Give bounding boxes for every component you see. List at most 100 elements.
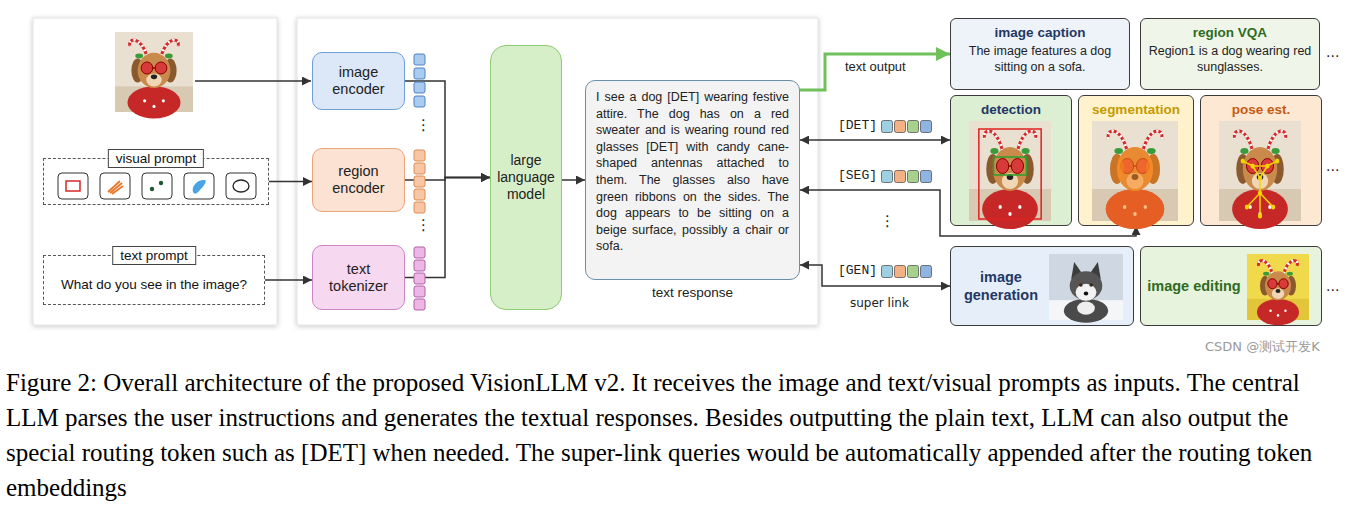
mask <box>1110 154 1124 184</box>
task-heading: detection <box>981 101 1041 118</box>
sweater-dot <box>1018 205 1021 209</box>
antenna-stripe <box>1108 131 1127 151</box>
ellipsis: ... <box>1326 278 1339 294</box>
token <box>414 150 425 161</box>
pose-link <box>1259 193 1261 216</box>
ribbon <box>990 148 998 154</box>
antenna <box>130 40 147 56</box>
encoder-box: image encoder <box>312 52 405 110</box>
ellipsis: ⋮ <box>416 116 431 134</box>
antenna-stripe <box>1267 131 1285 151</box>
connector <box>405 178 490 278</box>
picture-ground <box>1219 121 1301 221</box>
keypoint <box>1271 204 1275 209</box>
ellipsis: ⋮ <box>416 216 431 234</box>
sweater-dot <box>1008 212 1011 216</box>
task-box: pose est. <box>1200 95 1322 226</box>
token <box>414 176 425 187</box>
glasses <box>1011 159 1023 174</box>
glasses <box>996 159 1008 174</box>
point-prompt <box>150 187 154 191</box>
mask <box>1146 154 1160 184</box>
box-prompt <box>66 181 80 191</box>
husky-eye <box>1079 283 1083 286</box>
antenna <box>161 40 178 56</box>
model-panel <box>297 18 818 325</box>
tokenizer-box: text tokenizer <box>312 245 405 310</box>
prompt-icon <box>226 173 256 199</box>
query-token <box>882 265 893 277</box>
sweater <box>1232 189 1288 229</box>
prompt-heading: visual prompt <box>108 149 204 168</box>
ellipsis: ... <box>1326 44 1339 60</box>
glasses-bridge <box>1009 165 1011 167</box>
picture-ground <box>1049 254 1123 320</box>
antenna <box>1284 261 1298 274</box>
task-text: Region1 is a dog wearing red sunglasses. <box>1147 43 1313 75</box>
connector <box>265 279 312 281</box>
query-token <box>895 170 906 182</box>
pose-link <box>1247 193 1260 207</box>
head <box>993 147 1027 191</box>
task-box: image editing <box>1140 246 1322 326</box>
sweater <box>1106 189 1164 229</box>
task-box: region VQARegion1 is a dog wearing red s… <box>1140 18 1320 90</box>
icon-frame <box>100 173 130 199</box>
pose-link <box>1260 193 1273 207</box>
sofa <box>1219 189 1301 221</box>
ellipse-prompt <box>233 180 249 192</box>
task-heading: image caption <box>995 24 1086 41</box>
routing-token-label: [DET] <box>838 118 877 134</box>
token <box>414 202 425 213</box>
antenna-stripe <box>130 40 147 56</box>
prompt-icon <box>100 173 130 199</box>
ribbon <box>1021 148 1029 154</box>
token <box>414 163 425 174</box>
prompt-icon <box>184 173 214 199</box>
prompt-heading: text prompt <box>112 246 196 265</box>
task-box: image captionThe image features a dog si… <box>950 18 1130 90</box>
antenna-stripe <box>1284 261 1298 274</box>
antenna-stripe <box>161 40 178 56</box>
glasses-bridge <box>153 67 155 69</box>
ear <box>1146 154 1160 184</box>
query-token <box>908 170 919 182</box>
token <box>414 82 425 93</box>
routing-token-label: [SEG] <box>838 168 877 184</box>
llm-box: large language model <box>490 45 562 310</box>
keypoint <box>1241 158 1245 163</box>
antenna <box>1017 131 1035 151</box>
prompt-icon <box>58 173 88 199</box>
token <box>414 260 425 271</box>
input-panel <box>33 18 277 325</box>
token <box>414 247 425 258</box>
prompt-icon <box>142 173 172 199</box>
sweater-dot <box>162 99 165 102</box>
husky-head <box>1070 271 1103 300</box>
task-box: image generation <box>950 246 1134 326</box>
mask <box>1106 189 1164 229</box>
keypoint <box>1258 175 1262 180</box>
note: super link <box>850 296 909 310</box>
connector <box>562 179 585 181</box>
head <box>138 53 171 88</box>
routing-token-label: [GEN] <box>838 263 877 279</box>
sweater <box>1257 299 1299 325</box>
keypoint <box>1265 163 1269 168</box>
glasses <box>1268 279 1277 289</box>
sweater-dot <box>1284 309 1286 312</box>
encoder-box: region encoder <box>312 148 405 212</box>
sweater-dot <box>143 99 146 102</box>
task-heading: segmentation <box>1092 101 1180 118</box>
keypoint <box>1258 213 1262 218</box>
head <box>1265 271 1291 300</box>
query-token <box>895 120 906 132</box>
prompt-text: What do you see in the image? <box>61 276 247 293</box>
antenna <box>1143 131 1162 151</box>
connector <box>800 54 950 90</box>
query-tokens <box>881 120 933 133</box>
muzzle <box>1272 288 1284 299</box>
icon-frame <box>226 173 256 199</box>
husky-picture <box>1049 254 1123 323</box>
